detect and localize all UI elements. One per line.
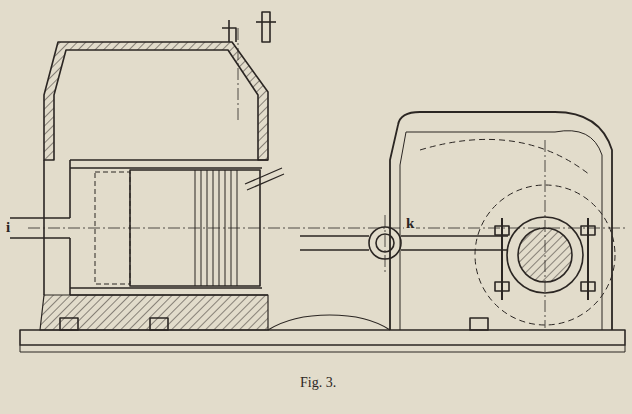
figure-caption: Fig. 3. xyxy=(300,376,336,390)
part-letter: k xyxy=(404,216,416,231)
part-letter: i xyxy=(4,220,12,235)
